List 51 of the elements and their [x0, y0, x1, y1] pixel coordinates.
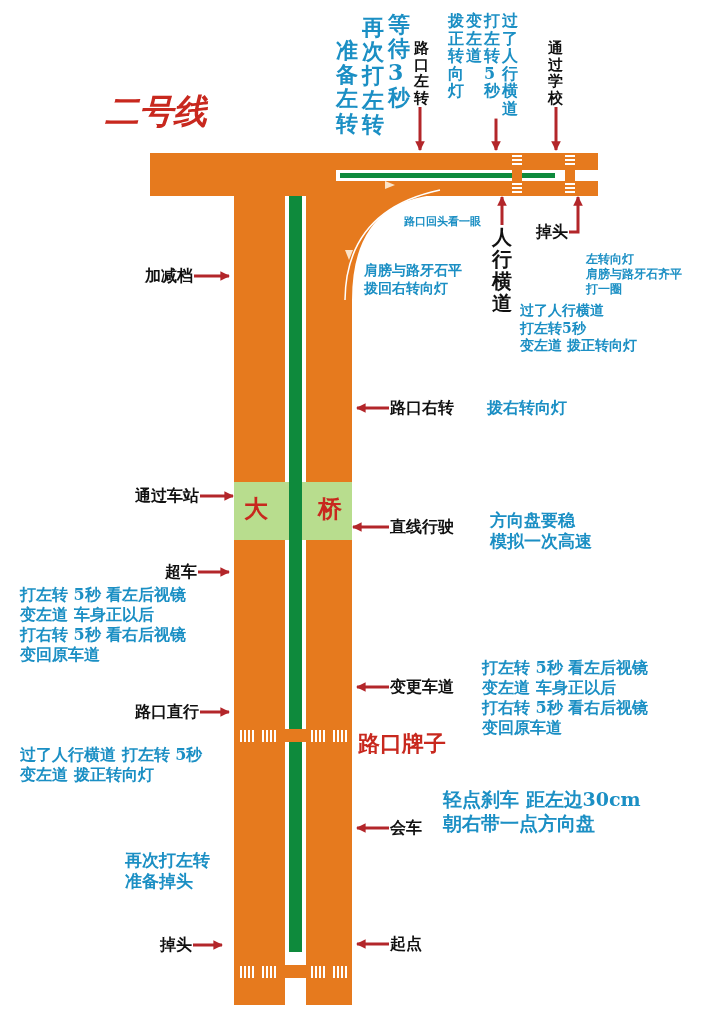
instruction-note: 方向盘要稳模拟一次高速 [490, 510, 592, 553]
arrow [352, 522, 389, 532]
arrow [200, 491, 234, 501]
instruction-note: 拨右转向灯 [487, 398, 567, 418]
step-label: 直线行驶 [390, 517, 454, 537]
step-label: 路口左转 [414, 40, 429, 106]
instruction-note: 轻点刹车 距左边30cm朝右带一点方向盘 [443, 788, 641, 836]
instruction-note: 左转向灯肩膀与路牙石齐平打一圈 [586, 252, 682, 297]
instruction-note: 再次打左转准备掉头 [125, 850, 210, 893]
instruction-note: 路口回头看一眼 [404, 215, 481, 229]
sign-label: 路口牌子 [358, 730, 446, 758]
instruction-note: 拨正转向灯 [448, 12, 464, 100]
arrow [356, 403, 389, 413]
step-label: 路口右转 [390, 398, 454, 418]
arrow [194, 271, 230, 281]
step-label: 通过车站 [135, 486, 199, 506]
arrow [497, 196, 507, 225]
title: 二号线 [105, 90, 207, 133]
instruction-note: 肩膀与路牙石平拨回右转向灯 [364, 262, 462, 297]
arrow [200, 707, 230, 717]
bridge-label: 大 [244, 494, 268, 524]
step-label: 人行横道 [492, 226, 512, 314]
step-label: 加减档 [145, 266, 193, 286]
step-label: 掉头 [160, 935, 192, 955]
step-label: 起点 [390, 934, 422, 954]
step-label: 超车 [165, 562, 197, 582]
arrow [569, 196, 583, 234]
instruction-note: 再次打左转 [362, 15, 384, 136]
arrow [356, 939, 389, 949]
instruction-note: 过了人行横道 打左转 5秒变左道 拨正转向灯 [20, 745, 203, 785]
instruction-note: 打左转 5秒 看左后视镜变左道 车身正以后打右转 5秒 看右后视镜变回原车道 [482, 658, 649, 738]
step-label: 会车 [390, 818, 422, 838]
bridge-label: 桥 [318, 494, 342, 524]
step-label: 路口直行 [135, 702, 199, 722]
instruction-note: 等待3秒 [388, 12, 410, 109]
instruction-note: 变左道 [466, 12, 482, 65]
arrow [356, 682, 389, 692]
arrow [415, 107, 425, 151]
instruction-note: 打左转 5秒 看左后视镜变左道 车身正以后打右转 5秒 看右后视镜变回原车道 [20, 585, 187, 665]
arrow [198, 567, 230, 577]
arrow [491, 118, 501, 151]
instruction-note: 打左转5秒 [484, 12, 500, 100]
arrow [193, 940, 223, 950]
arrow [356, 823, 389, 833]
step-label: 掉头 [536, 222, 568, 242]
step-label: 通过学校 [548, 40, 563, 106]
instruction-note: 过了人行横道打左转5秒变左道 拨正转向灯 [520, 302, 637, 355]
instruction-note: 过了人行横道 [502, 12, 518, 118]
step-label: 变更车道 [390, 677, 454, 697]
instruction-note: 准备左转 [336, 38, 358, 135]
arrow [551, 107, 561, 151]
